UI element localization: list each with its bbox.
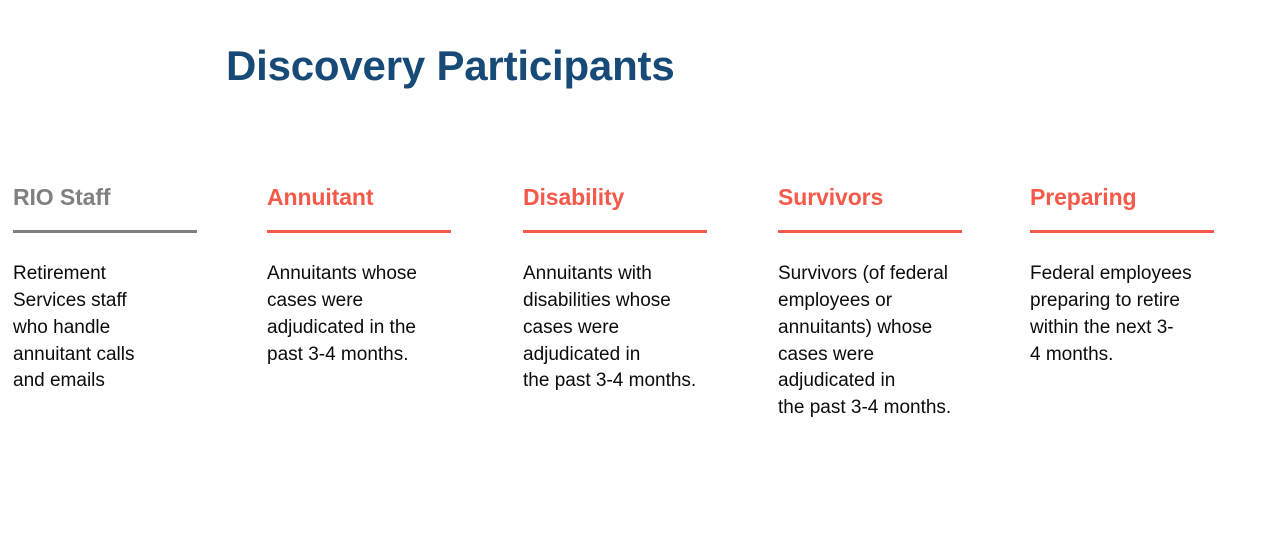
column-body-rio-staff: Retirement Services staff who handle ann… [13,262,135,392]
participant-columns: RIO Staff Retirement Services staff who … [0,184,1267,422]
column-rule-preparing [1030,229,1214,233]
participant-column-rio-staff: RIO Staff Retirement Services staff who … [0,184,254,395]
participant-column-survivors: Survivors Survivors (of federal employee… [762,184,1016,422]
participant-column-preparing: Preparing Federal employees preparing to… [1016,184,1267,368]
page-title: Discovery Participants [226,42,675,90]
column-rule-disability [523,229,707,233]
participant-column-annuitant: Annuitant Annuitants whose cases were ad… [254,184,508,368]
column-body-survivors: Survivors (of federal employees or annui… [778,262,952,419]
column-rule-rio-staff [13,229,197,233]
column-body-disability: Annuitants with disabilities whose cases… [523,262,697,392]
column-rule-annuitant [267,229,451,233]
column-heading-disability: Disability [523,184,625,210]
column-heading-preparing: Preparing [1030,184,1137,210]
column-heading-survivors: Survivors [778,184,884,210]
column-rule-survivors [778,229,962,233]
column-body-annuitant: Annuitants whose cases were adjudicated … [267,262,417,365]
column-heading-rio-staff: RIO Staff [13,184,111,210]
column-body-preparing: Federal employees preparing to retire wi… [1030,262,1192,365]
column-heading-annuitant: Annuitant [267,184,374,210]
participant-column-disability: Disability Annuitants with disabilities … [508,184,762,395]
